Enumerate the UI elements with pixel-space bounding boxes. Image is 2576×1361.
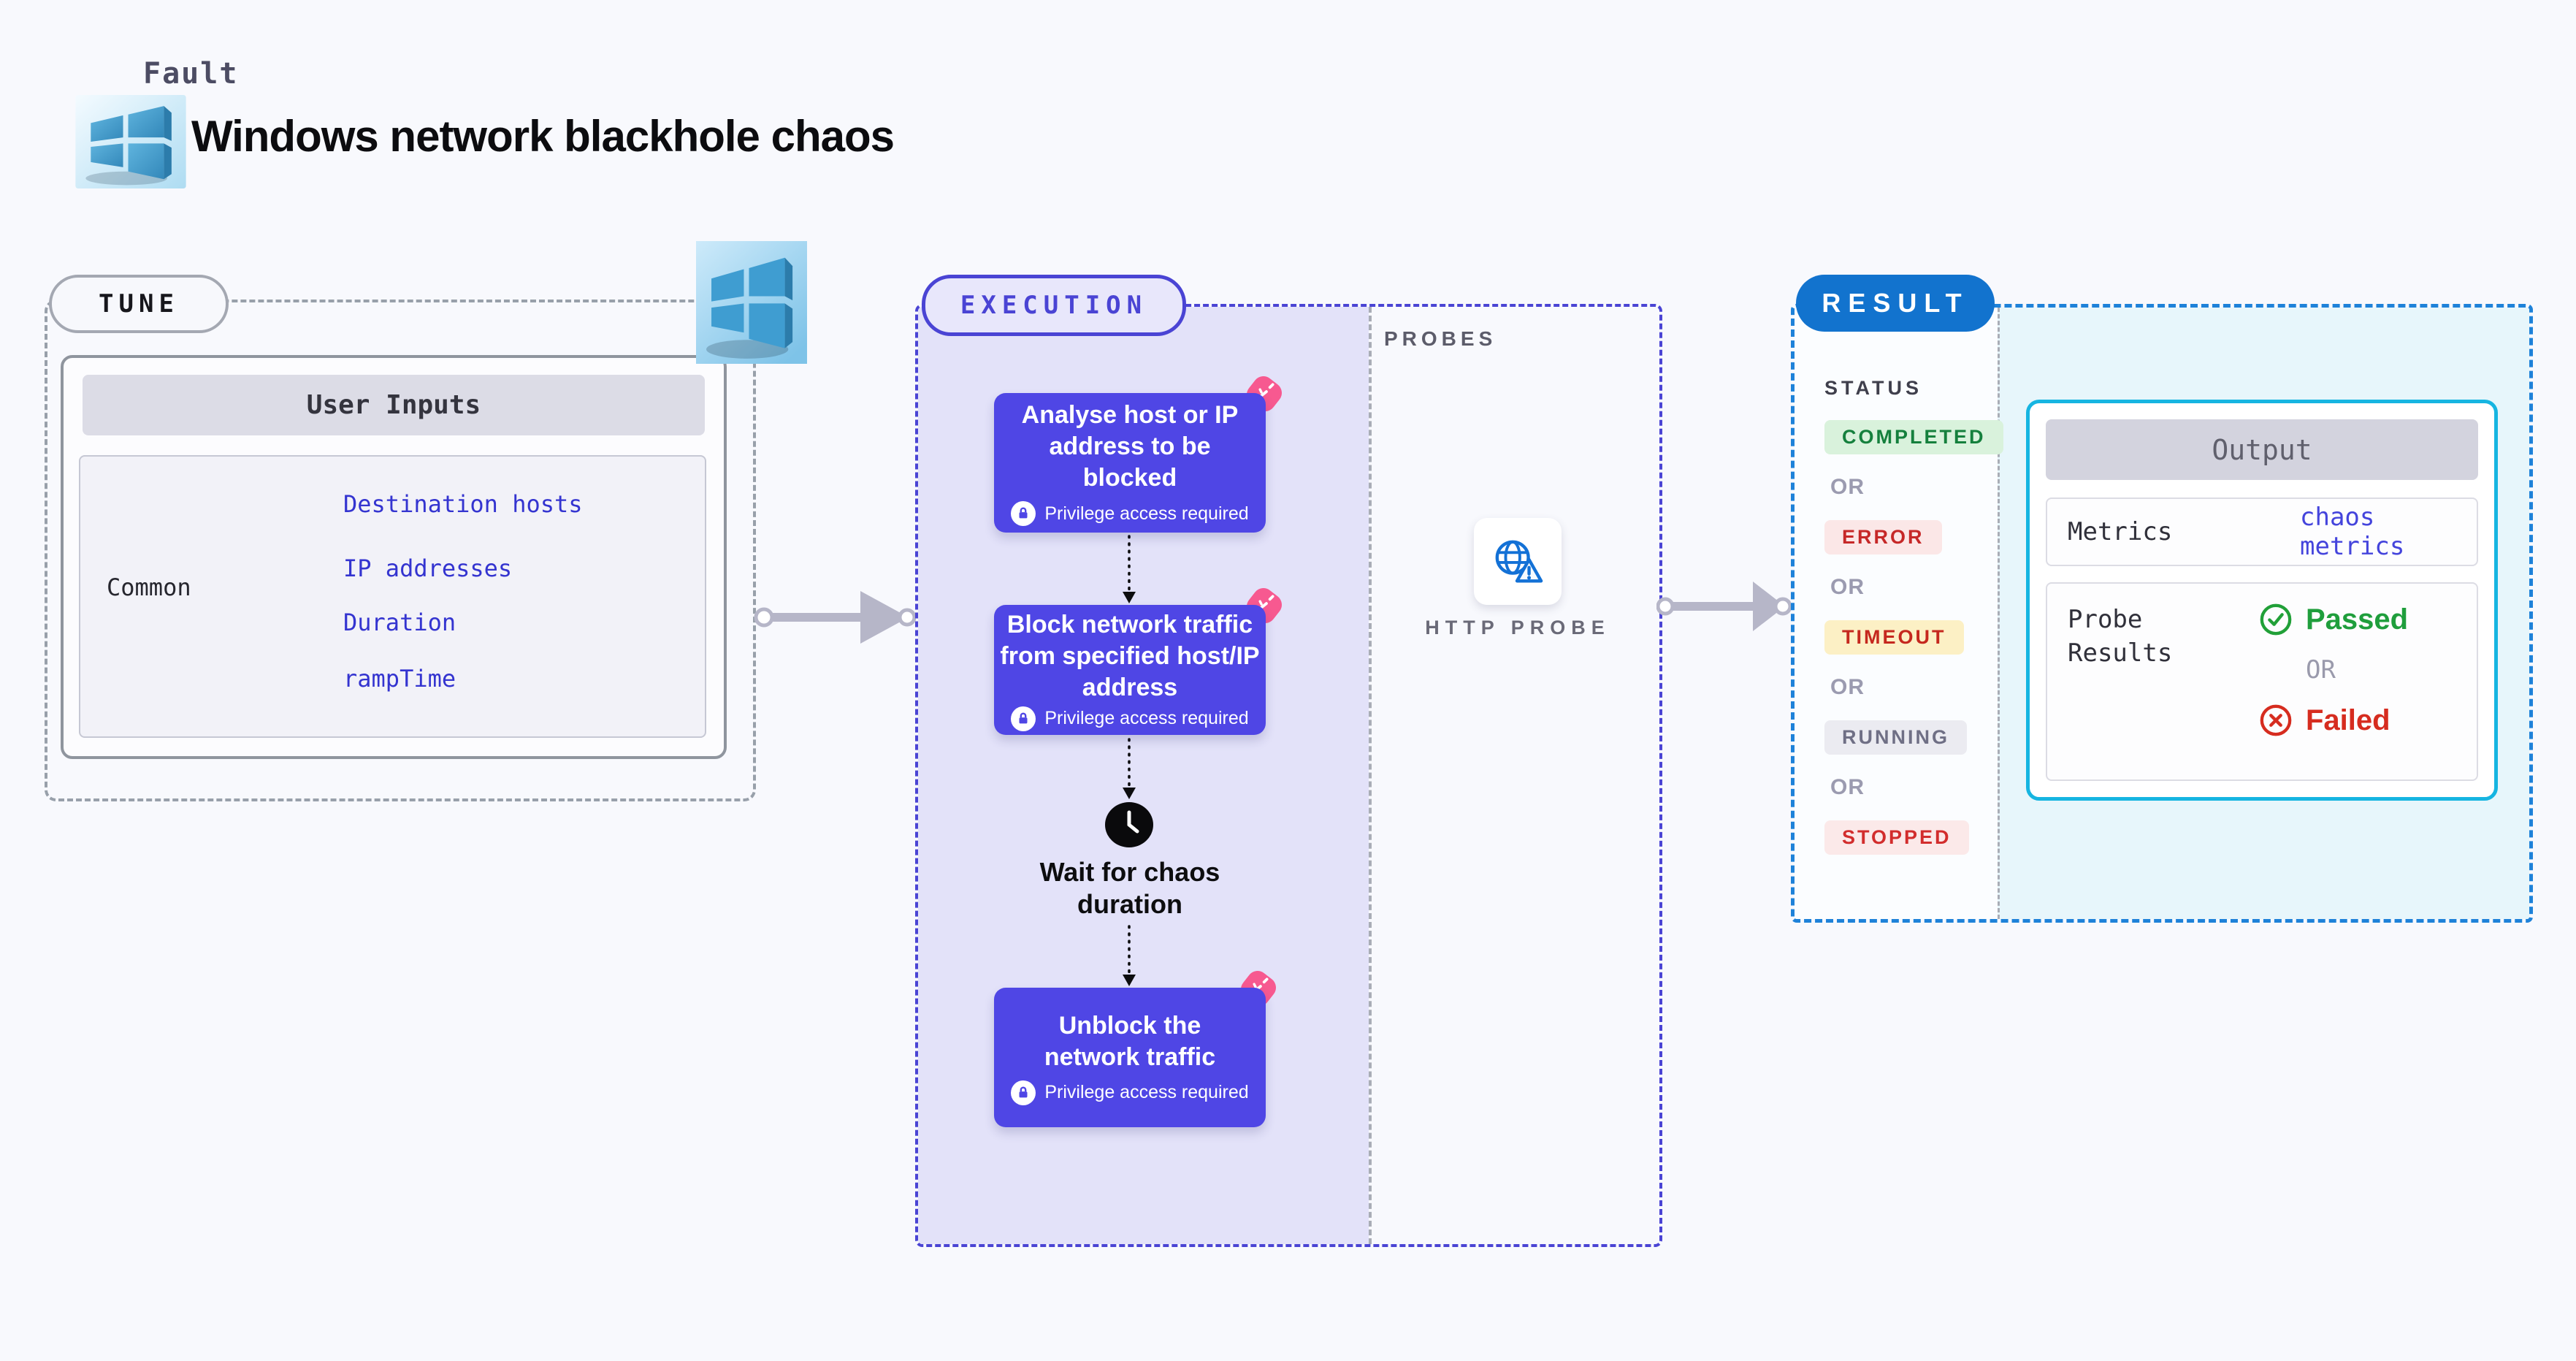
metrics-label: Metrics [2068,517,2173,546]
metrics-row: Metrics chaos metrics [2046,497,2478,566]
flow-connector-arrow [1119,535,1139,605]
tune-to-execution-arrow [754,583,916,652]
status-badge-stopped: STOPPED [1824,820,1969,855]
execution-probes-divider [1369,307,1372,1244]
link-destination-hosts[interactable]: Destination hosts [343,490,583,518]
step-block-traffic-node: Block network traffic from specified hos… [994,605,1266,735]
link-ramptime[interactable]: rampTime [343,665,456,693]
link-duration[interactable]: Duration [343,609,456,636]
x-circle-icon [2259,704,2293,737]
probe-results-row: Probe Results Passed OR [2046,582,2478,781]
result-section-label: RESULT [1796,275,1995,332]
lock-icon [1011,706,1036,731]
globe-warning-icon [1489,536,1546,587]
output-card: Output Metrics chaos metrics Probe Resul… [2026,400,2498,801]
status-or-label: OR [1830,775,1865,799]
windows-logo-icon [73,95,188,188]
step-title: Block network traffic from specified hos… [1000,610,1260,701]
status-or-label: OR [1830,475,1865,499]
status-badge-running: RUNNING [1824,720,1967,755]
flow-connector-arrow [1119,925,1139,988]
status-or-label: OR [1830,575,1865,599]
tune-section-label: TUNE [49,275,229,333]
user-inputs-row-label: Common [107,573,191,601]
probe-results-label: Probe Results [2068,605,2173,668]
failed-label: Failed [2306,704,2390,736]
status-badge-timeout: TIMEOUT [1824,620,1964,655]
flow-connector-arrow [1119,738,1139,801]
fault-kicker: Fault [143,57,239,91]
status-or-label: OR [1830,675,1865,699]
step-analyse-host-node: Analyse host or IP address to be blocked… [994,393,1266,533]
lock-icon [1011,1080,1036,1105]
probes-section-label: PROBES [1384,327,1497,350]
execution-section-label: EXECUTION [922,275,1186,336]
windows-logo-small-icon [696,241,807,364]
step-title: Unblock the network traffic [1044,1011,1216,1071]
passed-label: Passed [2306,603,2409,636]
privilege-badge: Privilege access required [1044,503,1249,524]
status-title: STATUS [1824,377,1922,399]
privilege-badge: Privilege access required [1044,708,1249,728]
status-badge-completed: COMPLETED [1824,420,2003,454]
user-inputs-title: User Inputs [83,375,705,435]
clock-icon [1105,802,1153,847]
page-title: Windows network blackhole chaos [191,112,895,161]
step-wait-duration: Wait for chaos duration [1039,857,1220,919]
chaos-metrics-link[interactable]: chaos metrics [2300,503,2405,561]
check-circle-icon [2259,603,2293,636]
output-title: Output [2046,419,2478,480]
status-column-background [1795,308,1998,919]
link-ip-addresses[interactable]: IP addresses [343,554,513,582]
lock-icon [1011,501,1036,526]
privilege-badge: Privilege access required [1044,1082,1249,1102]
result-column-divider [1998,308,2000,919]
tune-section-box [45,300,756,801]
output-or-label: OR [2306,655,2336,685]
status-list: COMPLETED OR ERROR OR TIMEOUT OR RUNNING… [1824,420,2003,875]
step-title: Analyse host or IP address to be blocked [1021,401,1239,492]
user-inputs-table [79,455,706,738]
http-probe-label: HTTP PROBE [1425,617,1610,638]
http-probe-card [1474,518,1562,605]
probes-to-result-arrow [1656,572,1791,641]
step-unblock-traffic-node: Unblock the network traffic Privilege ac… [994,988,1266,1127]
status-badge-error: ERROR [1824,520,1942,554]
